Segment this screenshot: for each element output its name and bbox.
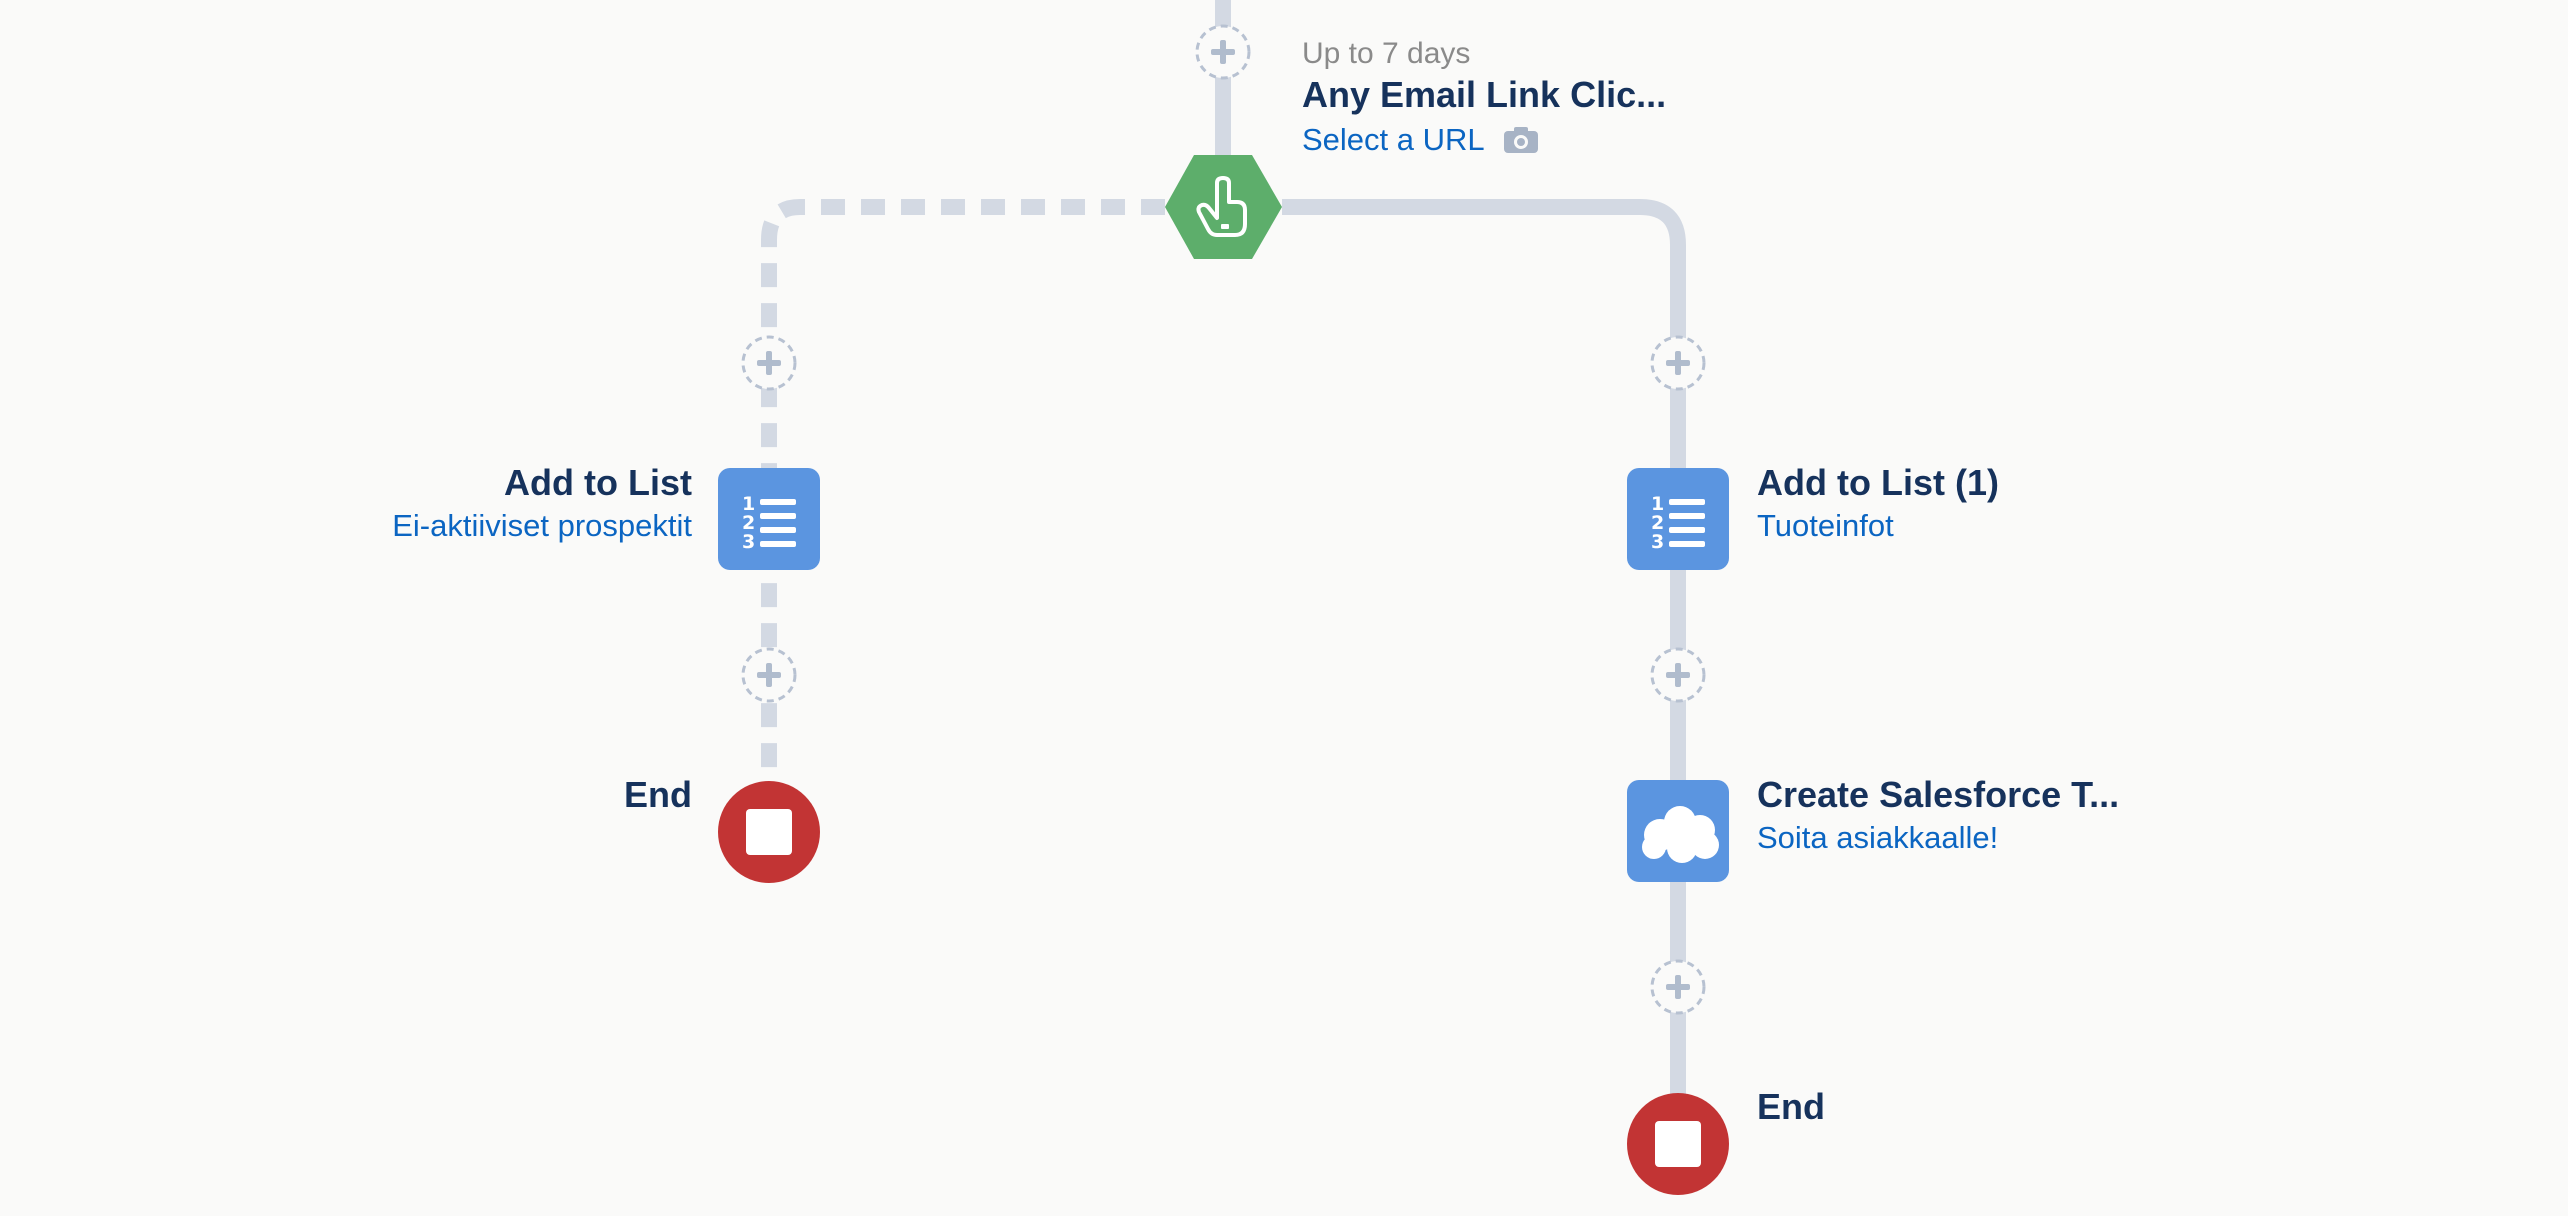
svg-text:2: 2 (1651, 512, 1664, 534)
trigger-node[interactable] (1165, 155, 1282, 259)
numbered-list-icon: 1 2 3 (1651, 493, 1705, 553)
plus-icon (757, 351, 781, 375)
stop-icon (1655, 1121, 1701, 1167)
add-step-button-top[interactable] (1195, 24, 1251, 80)
add-step-button-yes-2[interactable] (1650, 647, 1706, 703)
add-step-button-yes-1[interactable] (1650, 335, 1706, 391)
add-step-button-no-1[interactable] (741, 335, 797, 391)
add-to-list-title[interactable]: Add to List (504, 462, 692, 503)
end-title-yes-branch: End (1757, 1086, 1825, 1127)
connector-yes-branch (1282, 199, 1686, 1100)
select-url-link[interactable]: Select a URL (1302, 122, 1485, 157)
create-task-subtitle[interactable]: Soita asiakkaalle! (1757, 820, 1999, 855)
end-node-no-branch[interactable] (718, 781, 820, 883)
add-to-list-subtitle[interactable]: Ei-aktiiviset prospektit (392, 508, 692, 543)
add-to-list-1-title[interactable]: Add to List (1) (1757, 462, 1999, 503)
salesforce-cloud-icon (1642, 806, 1719, 863)
trigger-link-row: Select a URL (1302, 120, 1539, 160)
svg-text:1: 1 (742, 493, 755, 515)
action-node-add-to-list-1[interactable]: 1 2 3 (1627, 468, 1729, 570)
plus-icon (1666, 975, 1690, 999)
hand-pointer-icon (1196, 176, 1247, 237)
create-task-title[interactable]: Create Salesforce T... (1757, 774, 2120, 815)
plus-icon (1666, 351, 1690, 375)
svg-text:1: 1 (1651, 493, 1664, 515)
action-node-add-to-list[interactable]: 1 2 3 (718, 468, 820, 570)
svg-text:3: 3 (1651, 531, 1664, 553)
svg-text:2: 2 (742, 512, 755, 534)
stop-icon (746, 809, 792, 855)
plus-icon (1211, 40, 1235, 64)
numbered-list-icon: 1 2 3 (742, 493, 796, 553)
action-node-create-salesforce-task[interactable] (1627, 780, 1729, 882)
trigger-wait-label: Up to 7 days (1302, 37, 1471, 70)
add-to-list-1-subtitle[interactable]: Tuoteinfot (1757, 508, 1894, 543)
svg-text:3: 3 (742, 531, 755, 553)
add-step-button-yes-3[interactable] (1650, 959, 1706, 1015)
add-step-button-no-2[interactable] (741, 647, 797, 703)
end-title-no-branch: End (624, 774, 692, 815)
plus-icon (757, 663, 781, 687)
end-node-yes-branch[interactable] (1627, 1093, 1729, 1195)
plus-icon (1666, 663, 1690, 687)
trigger-title[interactable]: Any Email Link Clic... (1302, 74, 1667, 115)
camera-icon[interactable] (1503, 126, 1539, 154)
connector-no-branch (761, 199, 1165, 770)
